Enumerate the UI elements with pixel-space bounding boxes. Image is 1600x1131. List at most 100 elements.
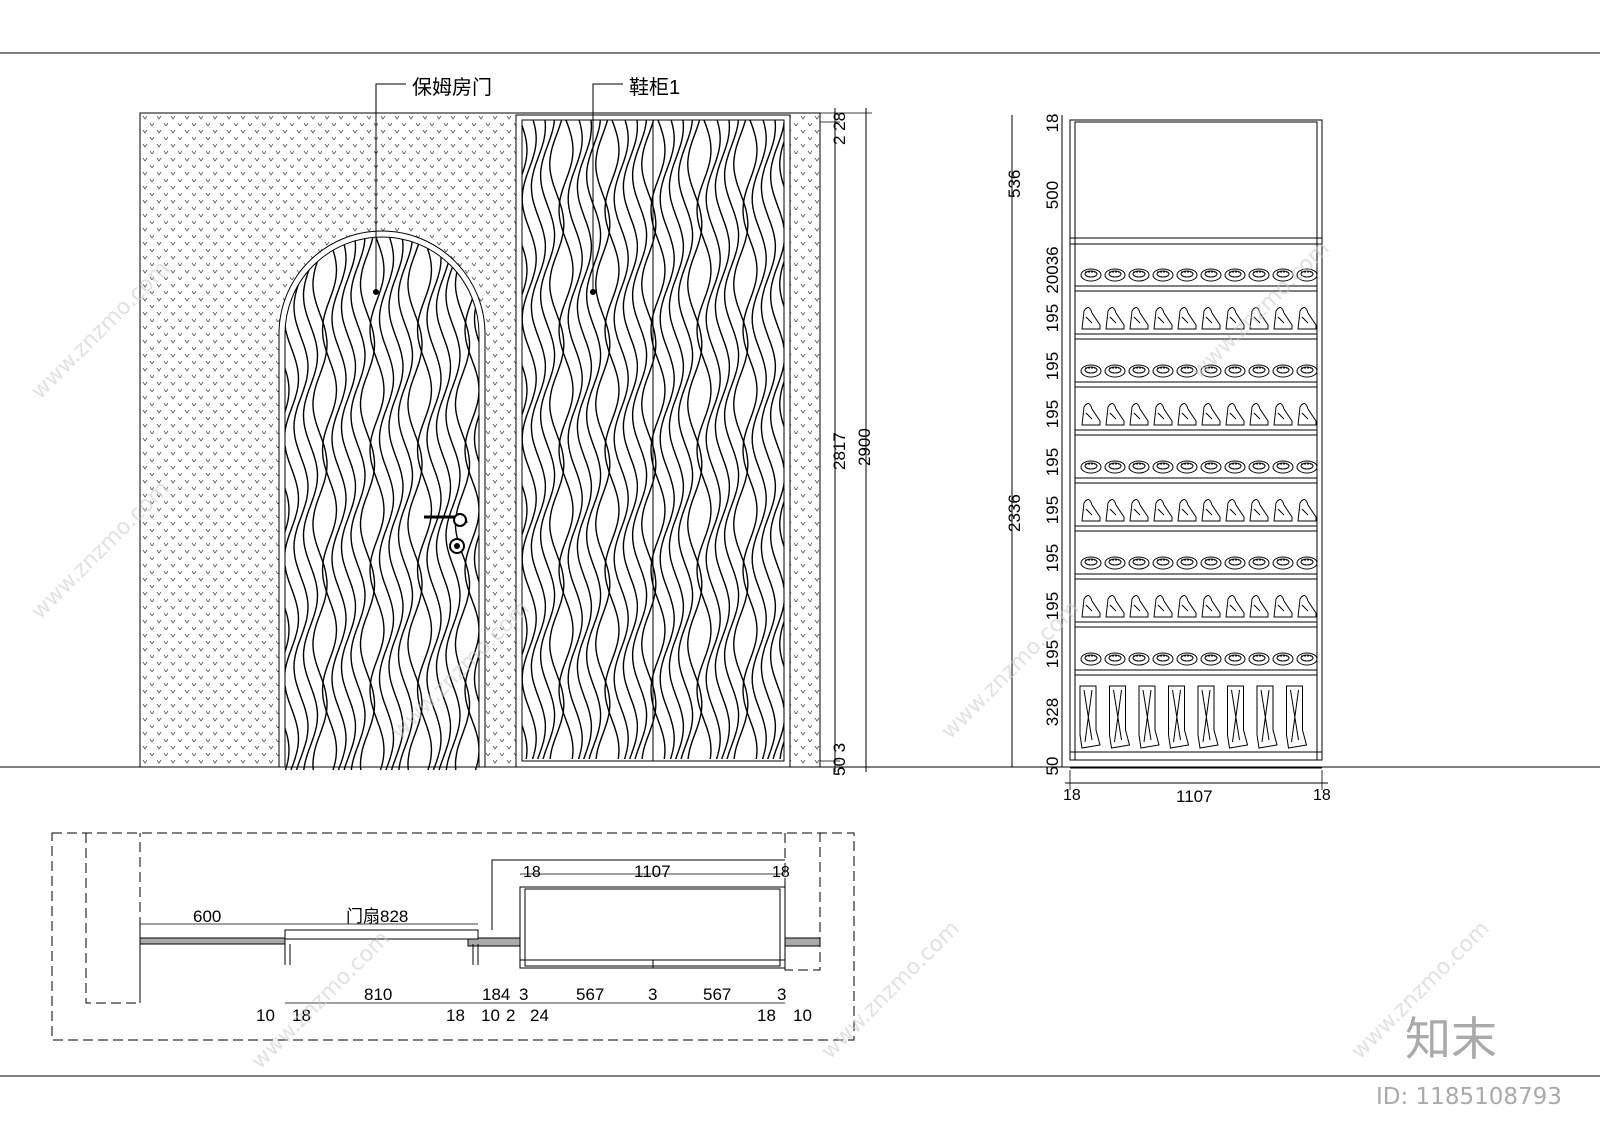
wood-grain-line [585,120,602,759]
shoe-icon [1152,556,1174,570]
shoe-icon [1225,499,1245,522]
shoe-icon [1296,364,1318,378]
brand-logo: 知末 [1405,1012,1497,1066]
shoe-icon [1224,268,1246,282]
shoe-icon [1201,307,1221,330]
wall-elevation: 保姆房门 鞋柜1 2 28 2817 2900 50 3 [139,76,874,776]
shoe-icon [1224,460,1246,474]
shoe-icon [1105,307,1125,330]
dim-bottom-mid: 1107 [1176,787,1213,806]
boot-icon [1109,685,1131,749]
wood-grain-line [454,237,471,771]
cabinet-stack-dim: 195 [1043,496,1062,524]
shoe-icon [1128,268,1150,282]
boot-icon [1286,685,1308,749]
wood-grain-line [769,120,784,759]
shoe-icon [1176,364,1198,378]
cabinet-stack-dim: 20036 [1043,246,1062,293]
dim-top: 2 28 [830,112,849,145]
wood-grain-line [473,237,479,771]
wood-grain-line [779,139,784,759]
shelf [1074,477,1318,484]
cabinet-stack-dim: 195 [1043,304,1062,332]
cabinet-dimensions: 536 2336 1850020036195195195195195195195… [1005,114,1331,806]
wood-grain-line [742,120,758,759]
shelf [1074,429,1318,436]
shoe-icon [1176,460,1198,474]
shoe-icon [1081,499,1101,522]
shoe-icon [1128,460,1150,474]
wood-grain-line [677,120,694,759]
shoe-icon [1225,595,1245,618]
watermark-site-5: www.znzmo.com [817,916,965,1064]
shoe-icon [1176,556,1198,570]
cabinet-stack-dim: 50 [1043,757,1062,776]
door-handle-icon [424,513,468,554]
wood-grain-line [613,120,629,759]
shoe-icon [1128,364,1150,378]
plan-dim-3a: 3 [519,985,528,1004]
shoe-icon [1297,307,1317,330]
plan-dim-600: 600 [193,907,221,926]
shoe-icon [1129,307,1149,330]
plan-dim-810: 810 [364,985,392,1004]
shoe-icon [1080,268,1102,282]
shoe-icon [1153,595,1173,618]
shelf [1074,621,1318,628]
wood-grain-line [733,120,749,759]
shoe-icon [1248,268,1270,282]
wood-grain-line [340,237,357,771]
shoe-icon [1080,364,1102,378]
dim-2900: 2900 [855,428,874,466]
cabinet-stack-dim: 195 [1043,592,1062,620]
dim-536: 536 [1005,170,1024,198]
wood-grain-line [416,237,433,771]
shelf [1074,333,1318,340]
shoe-cabinet-label: 鞋柜1 [629,76,680,99]
arched-door [278,230,486,771]
shoe-icon [1177,499,1197,522]
wood-grain-line [397,237,414,771]
wood-grain-line [723,120,740,759]
shoe-icon [1273,595,1293,618]
shoe-icon [1152,652,1174,666]
wood-grain-line [576,120,593,759]
shoe-icon [1081,403,1101,426]
shoe-icon [1176,652,1198,666]
shoe-icon [1224,364,1246,378]
shoe-icon [1105,403,1125,426]
plan-dim-2: 2 [506,1006,515,1025]
wood-grain-line [659,120,675,759]
shoe-icon [1152,460,1174,474]
wood-grain-line [622,120,639,759]
shoe-icon [1153,499,1173,522]
wood-grain-line [539,120,556,759]
wood-grain-line [426,237,442,771]
shoe-icon [1105,595,1125,618]
plan-dim-3b: 3 [648,985,657,1004]
dim-2336: 2336 [1005,494,1024,532]
shoe-icon [1153,403,1173,426]
shoe-icon [1249,403,1269,426]
shoe-icon [1129,403,1149,426]
shoe-icon [1104,364,1126,378]
cabinet-stack-dim: 328 [1043,698,1062,726]
shoe-icon [1297,499,1317,522]
door-leaf-label: 门扇828 [346,907,408,926]
shoe-icon [1153,307,1173,330]
wood-grain-line [378,237,395,771]
shoe-icon [1296,460,1318,474]
shoe-icon [1297,403,1317,426]
wood-grain-line [321,237,338,771]
shoe-icon [1224,556,1246,570]
shoe-icon [1081,595,1101,618]
wood-grain-line [631,120,648,759]
wood-grain-line [388,237,404,771]
shoe-icon [1177,595,1197,618]
shoe-icon [1200,364,1222,378]
wood-grain-line [407,237,423,771]
wood-grain-line [641,120,657,759]
wood-grain-line [522,120,537,759]
shoe-icon [1249,595,1269,618]
plan-dim-top-right: 18 [772,864,790,881]
